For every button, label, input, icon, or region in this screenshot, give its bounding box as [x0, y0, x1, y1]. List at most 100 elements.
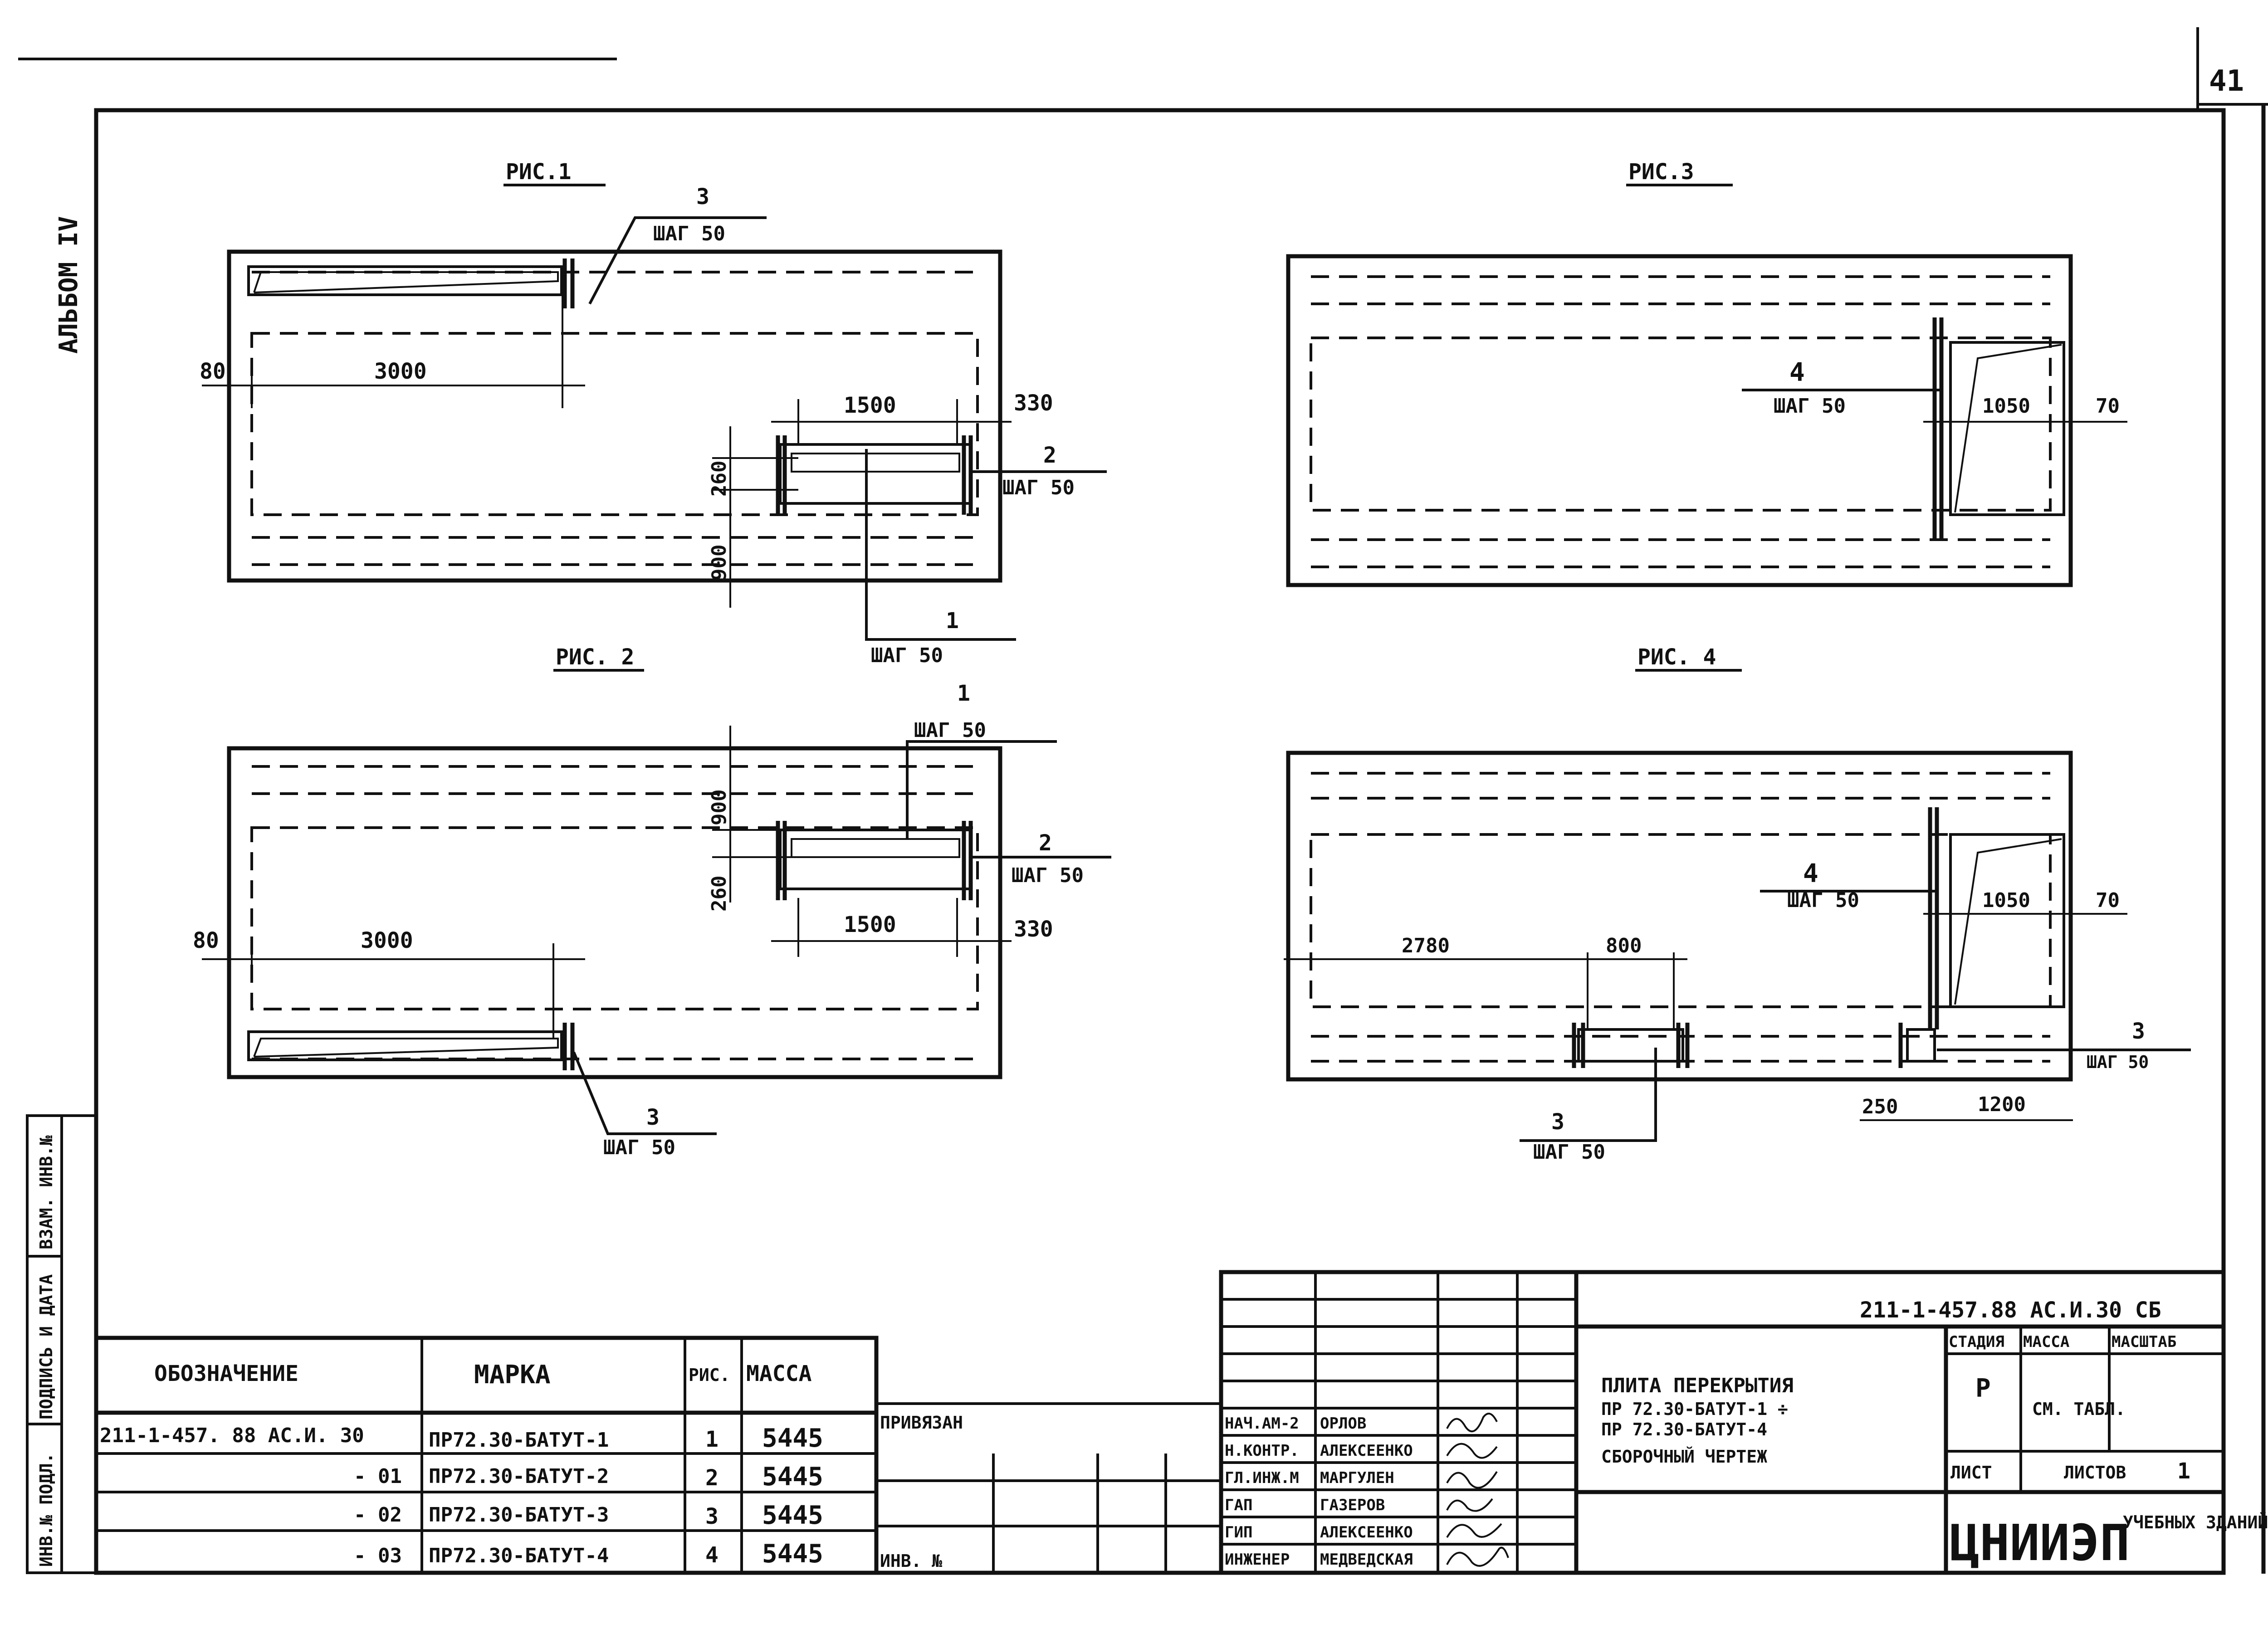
stamp-label: ВЗАМ. ИНВ.№	[36, 1135, 56, 1249]
callout-number: 1	[957, 681, 970, 706]
sheet-number: 41	[2209, 64, 2244, 98]
dim-label: 260	[708, 461, 731, 497]
fig1-callout-1-leader	[865, 449, 1016, 641]
title-block: НАЧ.АМ-2 ОРЛОВ Н.КОНТР. АЛЕКСЕЕНКО ГЛ.ИН…	[1219, 1270, 2268, 1575]
callout-step: ШАГ 50	[653, 222, 725, 245]
figure-2: РИС. 2 80 3000 1500 330 900 260 1 ШАГ 50	[193, 644, 1111, 1159]
fig1-slot-taper	[253, 271, 559, 293]
drawing-frame	[94, 108, 2226, 1575]
org-logo: ЦНИИЭП	[1950, 1514, 2130, 1572]
table-header: МАРКА	[474, 1360, 551, 1390]
figure-4: РИС. 4 4 ШАГ 50 1050 70 2780 800 250 120…	[1284, 644, 2191, 1164]
dim-label: 2780	[1402, 934, 1450, 957]
table-cell: ПР72.30-БАТУТ-1	[429, 1429, 609, 1452]
panel-outline	[1286, 751, 2073, 1082]
callout-step: ШАГ 50	[1787, 889, 1859, 912]
dim-label: 3000	[374, 359, 427, 384]
callout-step: ШАГ 50	[1774, 395, 1846, 418]
signature-name: ОРЛОВ	[1320, 1415, 1366, 1433]
binding-block: ПРИВЯЗАН ИНВ. №	[875, 1402, 1222, 1574]
callout-number: 3	[696, 184, 709, 210]
figure-3-title: РИС.3	[1628, 159, 1694, 185]
table-cell: ПР72.30-БАТУТ-3	[429, 1503, 609, 1527]
table-cell: 5445	[762, 1424, 823, 1453]
signature-mark	[1446, 1443, 1498, 1459]
stamp-label: ПОДПИСЬ И ДАТА	[36, 1274, 56, 1419]
panel-inner-dashed	[1310, 833, 2052, 1008]
drawing-title: ПР 72.30-БАТУТ-4	[1601, 1419, 1767, 1439]
callout-number: 3	[2132, 1019, 2145, 1044]
mass-value: СМ. ТАБЛ.	[2032, 1399, 2126, 1419]
dim-label: 3000	[361, 928, 413, 953]
table-cell: 5445	[762, 1501, 823, 1530]
signature-name: АЛЕКСЕЕНКО	[1320, 1523, 1413, 1541]
signature-mark	[1446, 1498, 1493, 1512]
opening	[1949, 833, 2065, 1008]
document-code: 211-1-457.88 АС.И.30 СБ	[1860, 1297, 2161, 1323]
dim-label: 330	[1014, 390, 1053, 416]
fig4-callout-3-left-leader	[1520, 1048, 1657, 1142]
panel-inner-dashed	[250, 826, 979, 1010]
dim-label: 80	[200, 359, 226, 384]
fig4-opening-taper	[1954, 838, 2062, 1005]
callout-number: 3	[646, 1105, 660, 1130]
table-cell: 1	[705, 1427, 719, 1452]
fig1-opening-inner	[791, 453, 960, 473]
signature-mark	[1446, 1546, 1509, 1567]
fig2-slot-taper	[253, 1038, 559, 1058]
callout-number: 4	[1789, 358, 1805, 387]
dim-label: 800	[1606, 934, 1642, 957]
dim-label: 260	[708, 876, 731, 912]
callout-step: ШАГ 50	[914, 719, 986, 742]
callout-step: ШАГ 50	[1012, 864, 1084, 887]
dim-label: 70	[2096, 395, 2120, 418]
sheets-label: ЛИСТОВ	[2064, 1463, 2126, 1483]
signature-role: ГАП	[1225, 1496, 1252, 1514]
dim-label: 1050	[1982, 889, 2030, 912]
dim-label: 900	[708, 790, 731, 825]
signature-mark	[1446, 1523, 1502, 1538]
dim-label: 330	[1014, 917, 1053, 942]
scale-header: МАСШТАБ	[2112, 1333, 2176, 1351]
signature-role: Н.КОНТР.	[1225, 1442, 1299, 1460]
dim-label: 1500	[844, 393, 896, 418]
panel-outline	[227, 746, 1002, 1079]
signature-name: МАРГУЛЕН	[1320, 1469, 1394, 1487]
callout-number: 1	[946, 608, 959, 634]
signature-name: МЕДВЕДСКАЯ	[1320, 1551, 1413, 1569]
dim-label: 900	[708, 545, 731, 580]
tied-label: ПРИВЯЗАН	[880, 1413, 963, 1433]
table-cell: 5445	[762, 1462, 823, 1492]
spec-table: ОБОЗНАЧЕНИЕ МАРКА РИС. МАССА 211-1-457. …	[94, 1336, 879, 1575]
dim-label: 70	[2096, 889, 2120, 912]
inventory-label: ИНВ. №	[880, 1551, 942, 1571]
slot-opening	[1577, 1028, 1684, 1063]
dim-label: 1050	[1982, 395, 2030, 418]
title-block-border	[1219, 1270, 2226, 1575]
org-name: УЧЕБНЫХ ЗДАНИЙ	[2123, 1512, 2268, 1532]
callout-number: 4	[1803, 859, 1818, 888]
table-cell: 2	[705, 1465, 719, 1491]
figure-4-title: РИС. 4	[1637, 644, 1716, 670]
dim-label: 1500	[844, 912, 896, 937]
table-cell: - 01	[354, 1465, 402, 1488]
stamp-label: ИНВ.№ ПОДЛ.	[36, 1453, 56, 1567]
fig2-callout-3-leader	[572, 1051, 717, 1135]
panel-inner-dashed	[1310, 337, 2052, 512]
drawing-title: СБОРОЧНЫЙ ЧЕРТЕЖ	[1601, 1447, 1767, 1467]
signature-role: ГИП	[1225, 1523, 1252, 1541]
stage-value: Р	[1975, 1374, 1991, 1403]
signature-mark	[1446, 1471, 1498, 1489]
sheets-value: 1	[2177, 1458, 2190, 1484]
stage-header: СТАДИЯ	[1949, 1333, 2004, 1351]
sheet-label: ЛИСТ	[1950, 1463, 1992, 1483]
fig2-callout-1-leader	[906, 740, 1057, 839]
callout-number: 3	[1551, 1109, 1564, 1135]
figure-3: РИС.3 4 ШАГ 50 1050 70	[1286, 159, 2127, 587]
signature-role: ГЛ.ИНЖ.М	[1225, 1469, 1299, 1487]
signature-name: АЛЕКСЕЕНКО	[1320, 1442, 1413, 1460]
slot-opening	[247, 265, 563, 296]
dim-label: 250	[1862, 1095, 1898, 1118]
callout-step: ШАГ 50	[1533, 1141, 1605, 1164]
signature-mark	[1446, 1413, 1498, 1433]
